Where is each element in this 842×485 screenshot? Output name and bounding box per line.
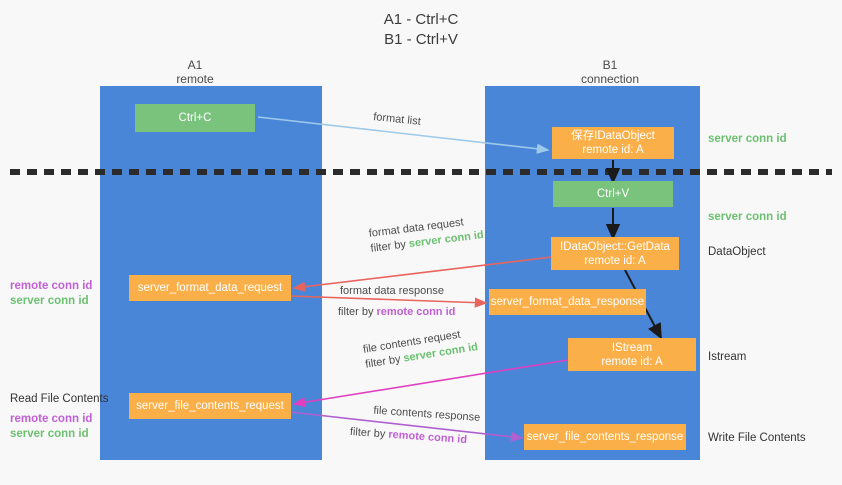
label-dataobject: DataObject [708, 246, 766, 258]
edge-filter-key-remote-conn-id: remote conn id [376, 306, 456, 318]
node-save-idataobject-line1: 保存IDataObject [571, 130, 655, 142]
label-istream: Istream [708, 351, 747, 363]
column-header-b1: B1 connection [580, 58, 640, 86]
label-read-file-contents: Read File Contents [10, 393, 109, 405]
node-save-idataobject-line2: remote id: A [582, 144, 644, 156]
edge-label-format-data-request: format data request filter by server con… [368, 213, 485, 257]
node-istream[interactable]: IStream remote id: A [568, 338, 696, 371]
edge-filter-prefix: filter by [338, 306, 377, 318]
page-title: A1 - Ctrl+C B1 - Ctrl+V [383, 11, 459, 48]
node-ctrl-v-label: Ctrl+V [596, 188, 630, 200]
node-ctrl-v[interactable]: Ctrl+V [553, 181, 673, 207]
label-remote-conn-id-upper: remote conn id [10, 280, 93, 292]
label-write-file-contents: Write File Contents [708, 432, 806, 444]
edge-label-format-data-response: format data response filter by remote co… [338, 284, 455, 320]
edge-label-file-contents-response-line2: filter by remote conn id [349, 425, 479, 449]
label-remote-conn-id-lower: remote conn id [10, 413, 93, 425]
node-istream-line1: IStream [611, 341, 653, 354]
edge-filter-prefix: filter by [349, 425, 389, 441]
edge-label-file-contents-response: file contents response filter by remote … [349, 402, 480, 449]
edge-filter-prefix: filter by [369, 238, 410, 255]
node-getdata-line1: IDataObject::GetData [560, 240, 670, 253]
label-server-conn-id-upper: server conn id [10, 295, 89, 307]
node-server-format-data-request[interactable]: server_format_data_request [129, 275, 291, 301]
node-server-file-contents-request[interactable]: server_file_contents_request [129, 393, 291, 419]
column-header-a1: A1 remote [176, 58, 214, 86]
node-idataobject-getdata[interactable]: IDataObject::GetData remote id: A [551, 237, 679, 270]
edge-filter-key-remote-conn-id: remote conn id [387, 428, 468, 447]
edge-label-format-list: format list [372, 110, 422, 130]
edge-label-format-data-response-line1: format data response [340, 285, 444, 297]
edge-label-format-list-text: format list [372, 110, 422, 128]
node-save-idataobject[interactable]: 保存IDataObject remote id: A [552, 127, 674, 159]
label-server-conn-id-top: server conn id [708, 133, 787, 145]
edge-label-file-contents-request: file contents request filter by server c… [362, 325, 479, 372]
label-server-conn-id-second: server conn id [708, 211, 787, 223]
edge-label-format-data-response-line2: filter by remote conn id [338, 305, 455, 320]
node-server-format-data-response[interactable]: server_format_data_response [489, 289, 646, 315]
node-ctrl-c[interactable]: Ctrl+C [135, 104, 255, 132]
node-server-format-data-request-label: server_format_data_request [137, 282, 283, 294]
node-server-file-contents-response[interactable]: server_file_contents_response [524, 424, 686, 450]
node-ctrl-c-label: Ctrl+C [178, 112, 212, 124]
node-server-file-contents-request-label: server_file_contents_request [136, 400, 284, 412]
node-istream-line2: remote id: A [601, 355, 663, 368]
label-server-conn-id-lower: server conn id [10, 428, 89, 440]
node-server-file-contents-response-label: server_file_contents_response [526, 431, 684, 443]
node-getdata-line2: remote id: A [584, 254, 646, 267]
edge-label-file-contents-response-line1: file contents response [373, 404, 481, 424]
node-server-format-data-response-label: server_format_data_response [490, 296, 645, 308]
